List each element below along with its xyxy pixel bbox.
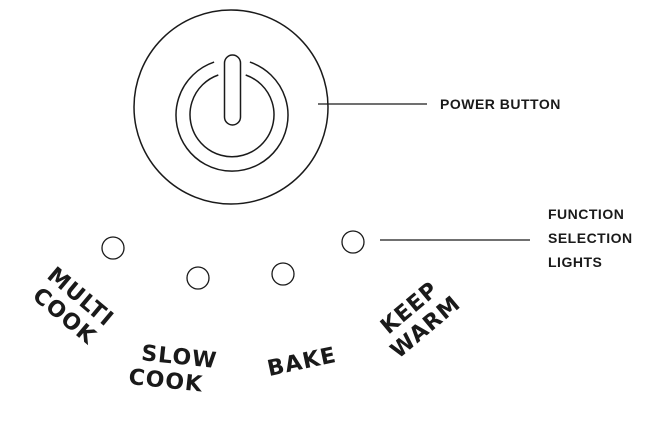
callout-line-3: LIGHTS [548, 254, 603, 270]
callout-line-2: SELECTION [548, 230, 633, 246]
power-button-callout: POWER BUTTON [440, 92, 561, 116]
light-bake [271, 262, 295, 286]
power-icon [175, 54, 289, 172]
power-button[interactable] [133, 9, 329, 205]
light-slow-cook [186, 266, 210, 290]
callout-line-1: FUNCTION [548, 206, 625, 222]
function-lights-callout: FUNCTION SELECTION LIGHTS [548, 202, 633, 274]
function-label-slow-cook: SLOW COOK [126, 340, 231, 400]
light-multi-cook [101, 236, 125, 260]
light-keep-warm [341, 230, 365, 254]
power-button-callout-text: POWER BUTTON [440, 96, 561, 112]
